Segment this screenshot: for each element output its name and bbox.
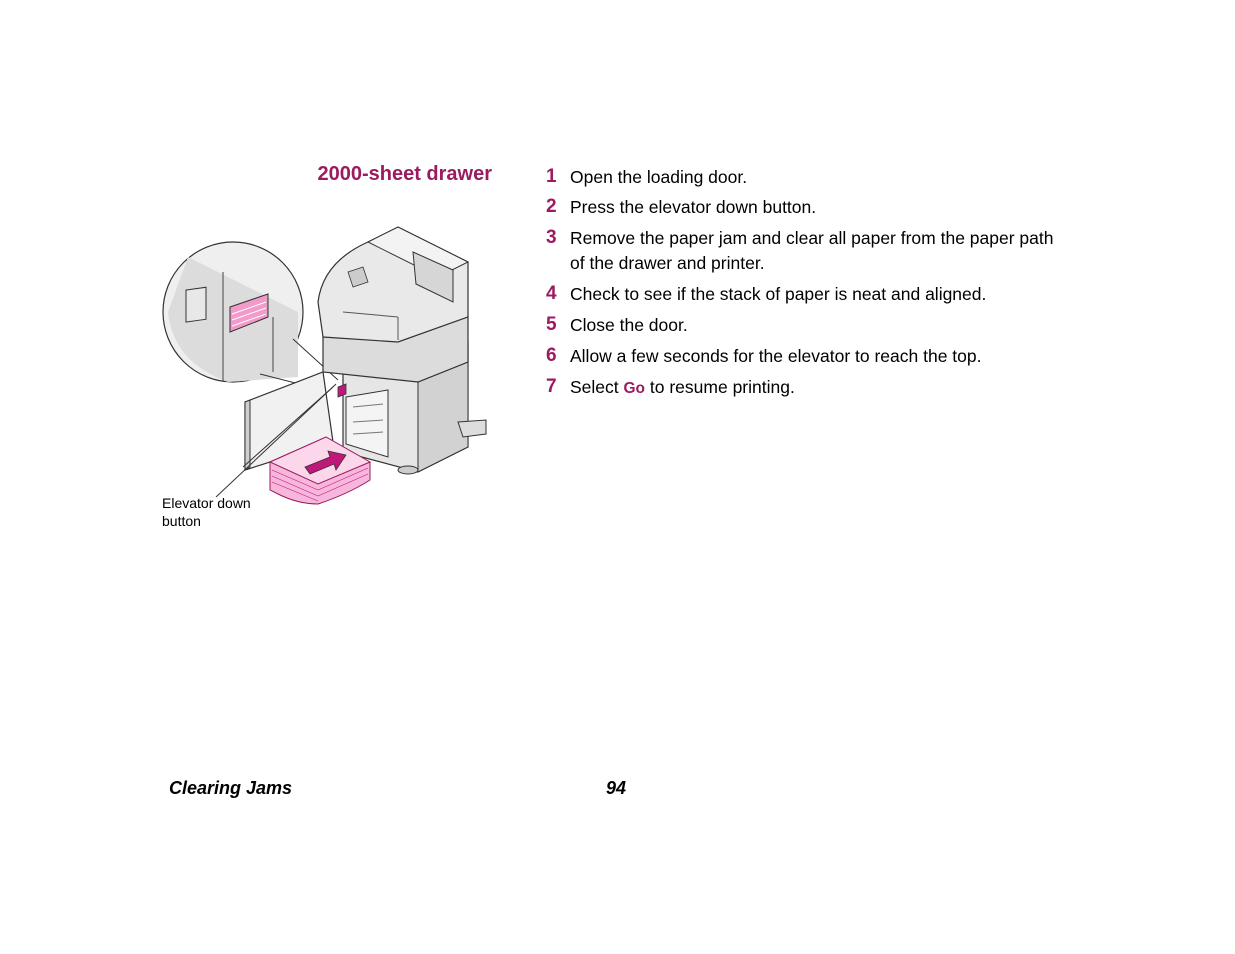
step-3: 3 Remove the paper jam and clear all pap… (543, 226, 1063, 276)
step-5: 5 Close the door. (543, 313, 1063, 338)
printer-body (317, 226, 487, 475)
step-number: 4 (546, 283, 557, 304)
step-text: Close the door. (570, 315, 688, 335)
page-number: 94 (606, 778, 627, 798)
step-number: 6 (546, 345, 557, 366)
step-number: 2 (546, 196, 557, 217)
step-number: 7 (546, 376, 557, 397)
step-number: 1 (546, 166, 557, 187)
step-number: 3 (546, 227, 557, 248)
step-2: 2 Press the elevator down button. (543, 195, 1063, 220)
elevator-button-zoom-icon (229, 293, 269, 333)
step-text: Check to see if the stack of paper is ne… (570, 284, 987, 304)
printer-illustration (162, 226, 487, 505)
zoom-detail (162, 241, 339, 391)
callout-elevator-down-button: Elevator down button (162, 495, 251, 529)
section-heading: 2000-sheet drawer (317, 163, 492, 185)
step-text-before: Select (570, 377, 624, 397)
step-text-after: to resume printing. (645, 377, 795, 397)
step-4: 4 Check to see if the stack of paper is … (543, 282, 1063, 307)
step-number: 5 (546, 314, 557, 335)
callout-leader (215, 383, 337, 498)
elevator-button-icon (337, 383, 347, 398)
button-plate-icon (185, 286, 207, 323)
footer-title: Clearing Jams (169, 778, 293, 798)
step-1: 1 Open the loading door. (543, 165, 1063, 190)
step-text: Press the elevator down button. (570, 197, 817, 217)
paper-stack (268, 436, 372, 505)
go-key-label: Go (623, 380, 646, 397)
step-text: Remove the paper jam and clear all paper… (570, 228, 1054, 273)
step-text: Open the loading door. (570, 167, 748, 187)
step-6: 6 Allow a few seconds for the elevator t… (543, 344, 1063, 369)
steps-list: 1 Open the loading door. 2 Press the ele… (543, 165, 1063, 406)
insert-arrow-icon (304, 450, 347, 475)
step-text: Allow a few seconds for the elevator to … (570, 346, 982, 366)
step-7: 7 Select Go to resume printing. (543, 375, 1063, 401)
